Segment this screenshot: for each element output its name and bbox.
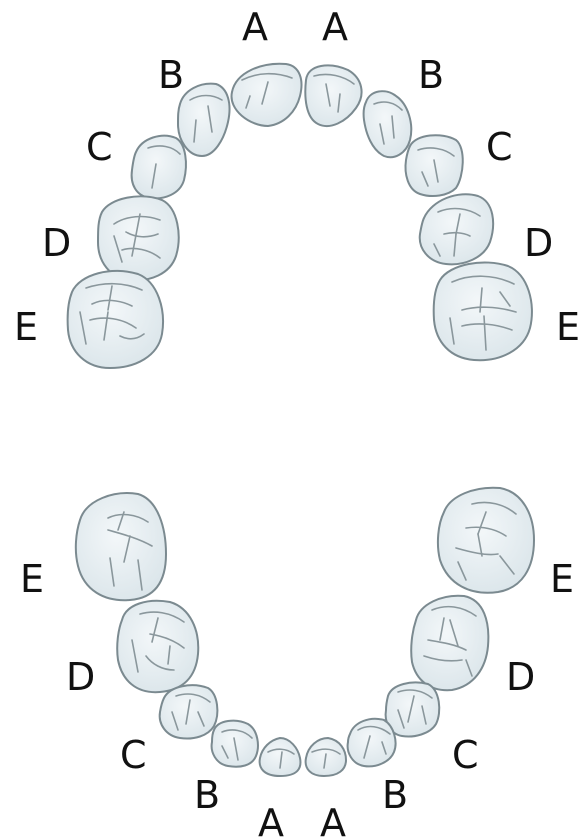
label-upper-left-B: B — [418, 53, 444, 97]
tooth-upper-right-E — [66, 269, 164, 370]
lower-arch: E E D D C C B B A A — [20, 486, 574, 838]
tooth-lower-left-D — [410, 594, 490, 692]
label-lower-left-B: B — [382, 773, 408, 817]
tooth-lower-left-C — [384, 681, 441, 738]
tooth-upper-right-C — [130, 134, 187, 200]
tooth-upper-right-A — [230, 62, 303, 128]
tooth-lower-right-B — [210, 719, 259, 768]
label-lower-right-D: D — [66, 655, 95, 699]
label-upper-right-B: B — [158, 53, 184, 97]
label-upper-left-C: C — [486, 125, 513, 169]
label-upper-left-A: A — [322, 5, 348, 49]
tooth-upper-left-D — [418, 193, 495, 266]
label-upper-right-C: C — [86, 125, 113, 169]
tooth-lower-left-A — [304, 736, 348, 778]
tooth-upper-left-B — [362, 90, 413, 159]
tooth-lower-right-E — [74, 492, 168, 602]
label-lower-right-B: B — [194, 773, 220, 817]
label-upper-right-D: D — [42, 221, 71, 265]
tooth-lower-right-A — [258, 736, 302, 778]
label-lower-right-E: E — [20, 557, 44, 601]
label-upper-right-E: E — [14, 305, 38, 349]
tooth-upper-right-B — [176, 82, 231, 158]
label-lower-left-A: A — [320, 801, 346, 838]
label-upper-right-A: A — [242, 5, 268, 49]
label-lower-right-C: C — [120, 733, 147, 777]
tooth-lower-left-E — [436, 486, 536, 594]
tooth-upper-left-E — [432, 261, 533, 362]
tooth-upper-right-D — [96, 195, 180, 282]
label-lower-left-D: D — [506, 655, 535, 699]
label-lower-left-E: E — [550, 557, 574, 601]
label-upper-left-D: D — [524, 221, 553, 265]
label-lower-right-A: A — [258, 801, 284, 838]
tooth-upper-left-C — [404, 134, 464, 197]
tooth-lower-right-D — [116, 599, 200, 694]
upper-arch: A A B B C C D D E E — [14, 5, 579, 370]
tooth-upper-left-A — [304, 64, 363, 127]
label-upper-left-E: E — [556, 305, 579, 349]
tooth-lower-left-B — [346, 717, 397, 768]
tooth-lower-right-C — [158, 684, 219, 740]
label-lower-left-C: C — [452, 733, 479, 777]
